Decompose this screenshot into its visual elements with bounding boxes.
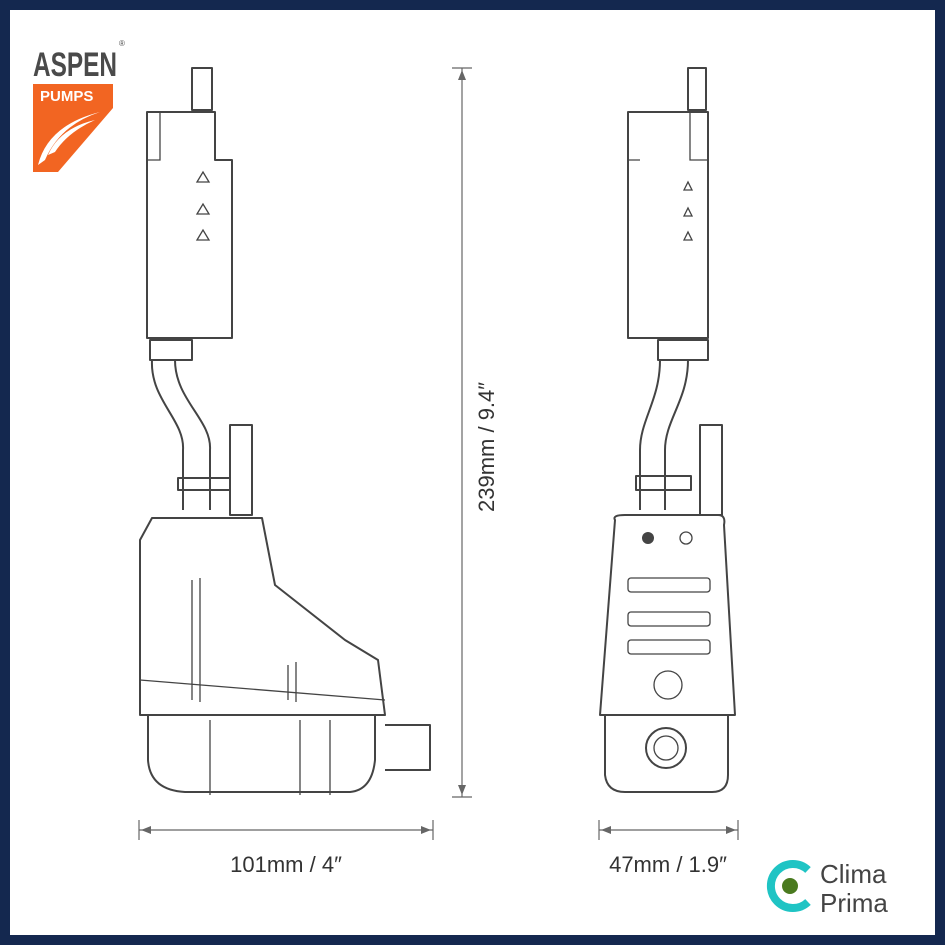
aspen-pumps-logo: ASPEN ® PUMPS	[33, 39, 125, 172]
height-dimension: 239mm / 9.4″	[452, 67, 500, 798]
clima-prima-logo: Clima Prima	[766, 859, 888, 918]
aspen-pumps-text: PUMPS	[40, 88, 93, 105]
prima-text: Prima	[820, 888, 888, 918]
registered-mark: ®	[119, 39, 125, 48]
pump-front-view	[599, 67, 736, 793]
front-width-label: 47mm / 1.9″	[609, 852, 727, 877]
front-width-dimension: 47mm / 1.9″	[598, 820, 739, 877]
diagram-canvas: ASPEN ® PUMPS 239mm / 9.4″ 101mm / 4″ 47…	[10, 10, 935, 935]
clima-text: Clima	[820, 859, 887, 889]
aspen-logo-text: ASPEN	[33, 46, 117, 84]
height-label: 239mm / 9.4″	[474, 382, 499, 512]
pump-side-view	[139, 67, 431, 795]
side-width-dimension: 101mm / 4″	[138, 820, 434, 877]
side-width-label: 101mm / 4″	[230, 852, 342, 877]
pump-drawing: ASPEN ® PUMPS 239mm / 9.4″ 101mm / 4″ 47…	[33, 39, 888, 918]
